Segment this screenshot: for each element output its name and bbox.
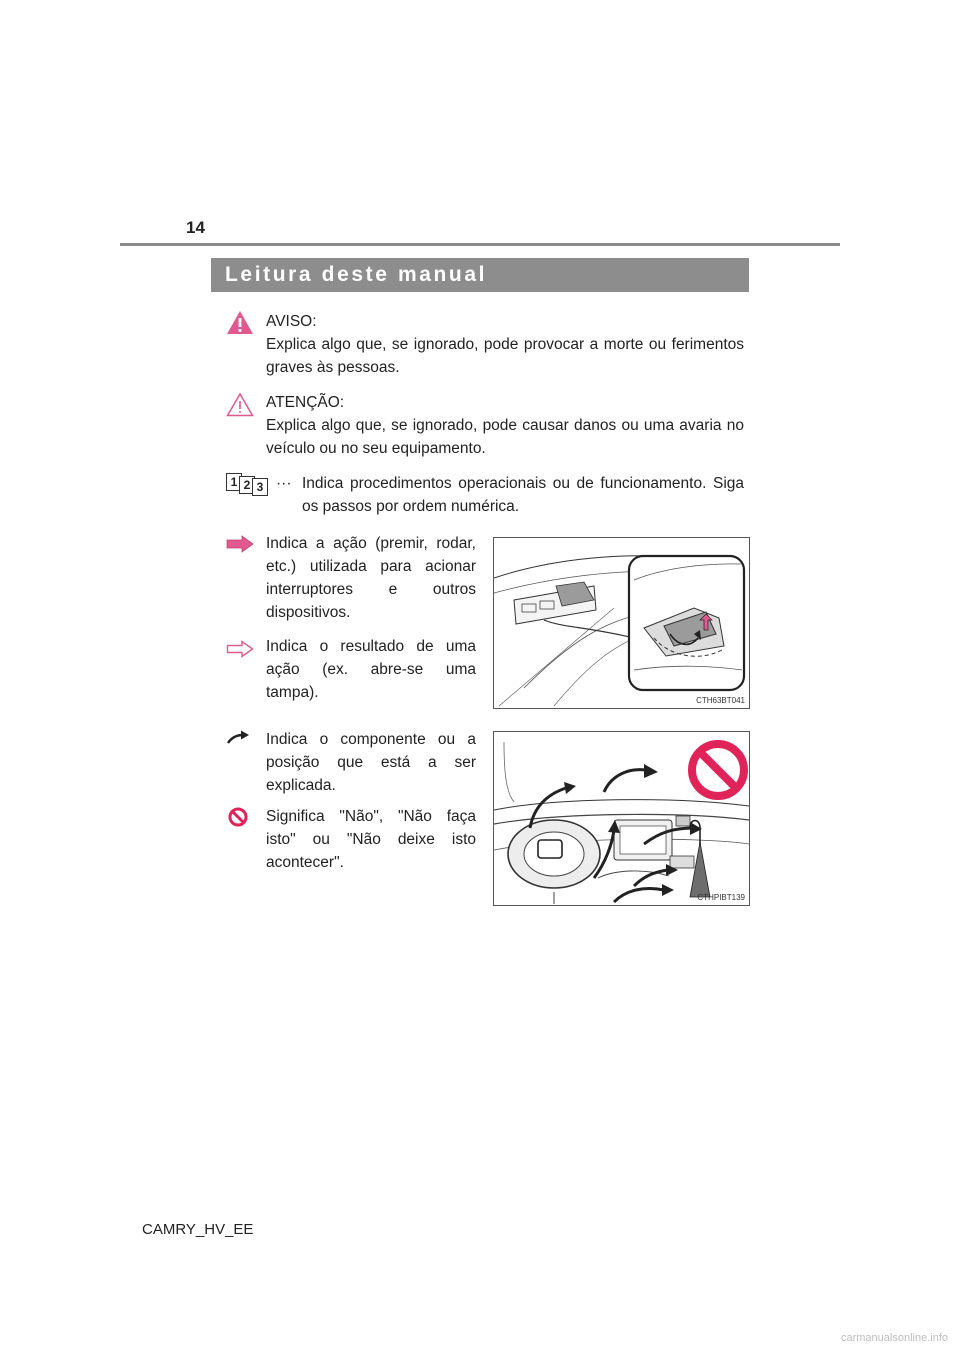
result-arrow-text: Indica o resultado de uma ação (ex. abre… <box>266 638 476 701</box>
warning-text: Explica algo que, se ignorado, pode prov… <box>266 336 744 376</box>
figure-code: CTHPIBT139 <box>697 893 745 902</box>
outline-arrow-icon <box>226 640 254 658</box>
warning-title: AVISO: <box>266 313 317 330</box>
step-2-box: 2 <box>239 476 255 494</box>
page-number: 14 <box>186 218 205 237</box>
action-arrow-text: Indica a ação (premir, rodar, etc.) util… <box>266 535 476 621</box>
rearview-console-illustration <box>493 554 746 707</box>
prohibited-circle-icon <box>228 807 248 827</box>
top-rule <box>120 243 840 246</box>
numbered-steps-icon: 1 2 3 <box>226 473 276 497</box>
warning-outline-triangle-icon <box>226 392 254 417</box>
figure-code: CTH63BT041 <box>696 696 745 705</box>
figure-rearview-mirror-console: CTH63BT041 <box>493 537 750 709</box>
dashboard-illustration <box>493 740 750 904</box>
component-arrow-text: Indica o componente ou a posição que est… <box>266 731 476 794</box>
caution-title: ATENÇÃO: <box>266 394 345 411</box>
caution-text: Explica algo que, se ignorado, pode caus… <box>266 417 744 457</box>
prohibited-text: Significa "Não", "Não faça isto" ou "Não… <box>266 808 476 871</box>
pink-filled-arrow-icon <box>226 535 254 553</box>
warning-filled-triangle-icon <box>227 311 253 334</box>
section-title: Leitura deste manual <box>211 258 749 292</box>
step-3-box: 3 <box>252 478 268 496</box>
curved-pointer-arrow-icon <box>227 730 249 744</box>
steps-ellipsis: ··· <box>276 475 292 492</box>
watermark: carmanualsonline.info <box>840 1332 948 1344</box>
figure-dashboard-prohibited: CTHPIBT139 <box>493 731 750 906</box>
steps-text: Indica procedimentos operacionais ou de … <box>302 475 744 515</box>
footer-model-code: CAMRY_HV_EE <box>142 1221 254 1238</box>
